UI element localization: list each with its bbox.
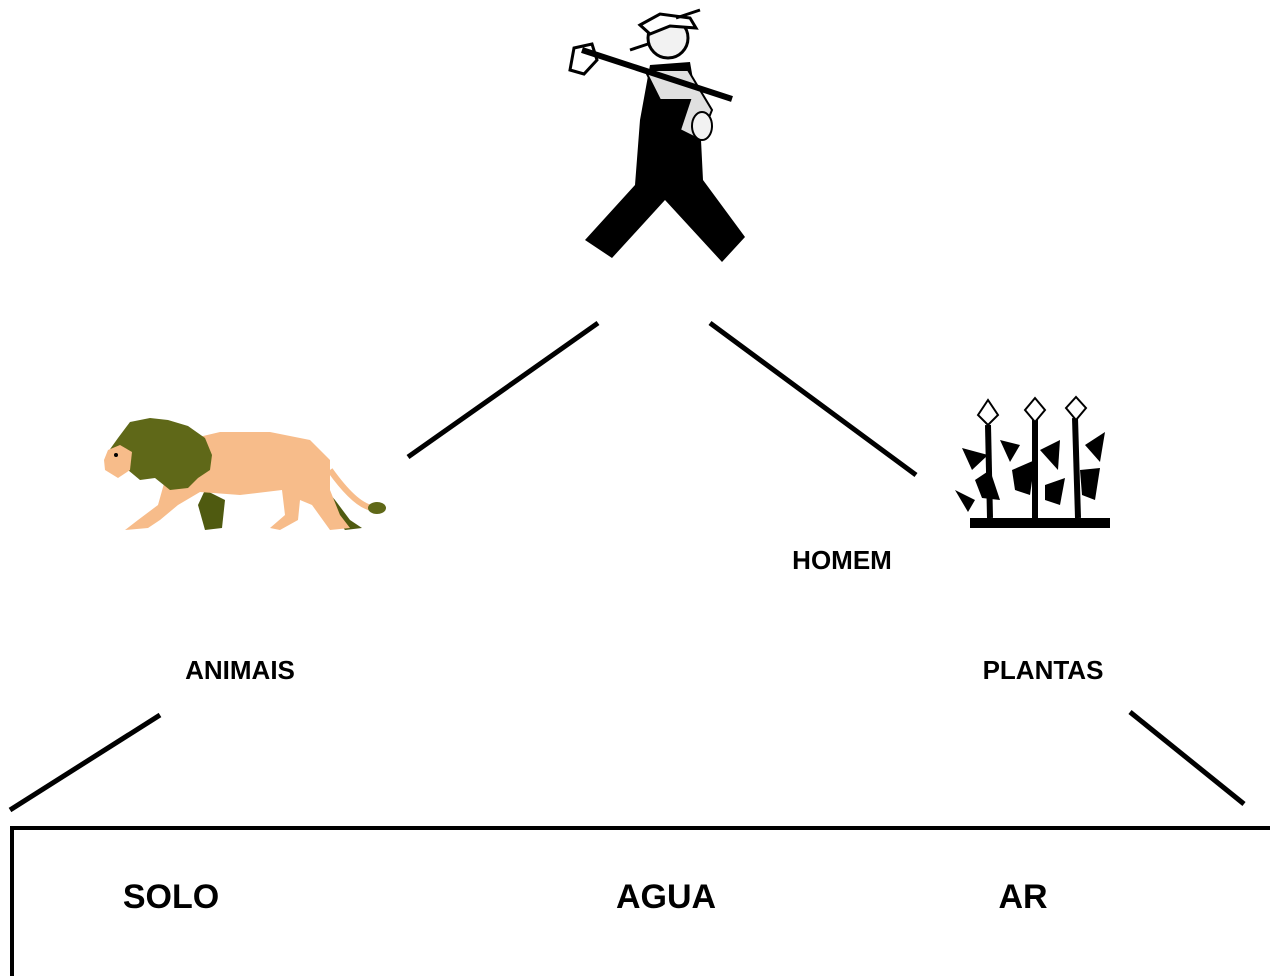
label-agua: AGUA (616, 878, 716, 917)
label-animais: ANIMAIS (185, 655, 295, 686)
label-homem: HOMEM (792, 545, 892, 576)
label-ar: AR (998, 878, 1047, 917)
label-plantas: PLANTAS (983, 655, 1104, 686)
label-solo: SOLO (123, 878, 219, 917)
